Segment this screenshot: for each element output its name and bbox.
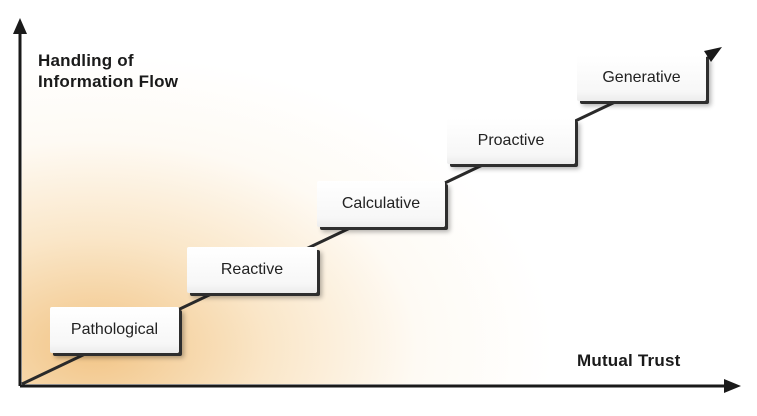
y-axis-title-line-2: Information Flow: [38, 72, 179, 91]
step-pathological: Pathological: [50, 307, 179, 353]
x-axis-title: Mutual Trust: [577, 351, 681, 370]
y-axis-arrow-icon: [13, 18, 27, 34]
y-axis-title-line-1: Handling of: [38, 51, 134, 70]
step-reactive: Reactive: [187, 247, 317, 293]
y-axis-title: Handling of Information Flow: [38, 50, 178, 92]
progression-arrow-icon: [704, 47, 722, 62]
step-proactive: Proactive: [447, 118, 575, 164]
step-calculative: Calculative: [317, 181, 445, 227]
step-generative: Generative: [577, 55, 706, 101]
x-axis-arrow-icon: [724, 379, 741, 393]
